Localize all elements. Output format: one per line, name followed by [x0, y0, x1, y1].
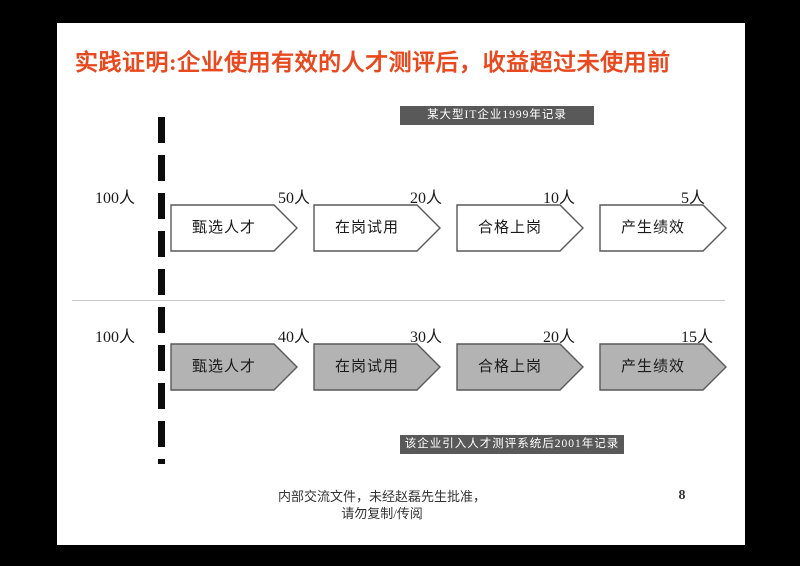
process-step-label: 合格上岗: [477, 220, 542, 236]
value-label: 40人: [278, 329, 311, 346]
value-label: 100人: [95, 190, 136, 207]
process-step: 甄选人才: [170, 343, 298, 391]
caption-box-bottom: 该企业引入人才测评系统后2001年记录: [400, 435, 624, 454]
chevron-arrow-icon: [313, 204, 441, 252]
axis-dash-segment: [158, 117, 165, 143]
caption-box-top: 某大型IT企业1999年记录: [400, 106, 594, 125]
process-step: 合格上岗: [456, 343, 584, 391]
process-step-label: 在岗试用: [334, 220, 399, 236]
page-title: 实践证明:企业使用有效的人才测评后，收益超过未使用前: [75, 50, 671, 75]
slide-canvas: 实践证明:企业使用有效的人才测评后，收益超过未使用前 某大型IT企业1999年记…: [57, 23, 745, 545]
value-label: 100人: [95, 329, 136, 346]
axis-dash-segment: [158, 383, 165, 409]
chevron-arrow-icon: [170, 204, 298, 252]
footer-line-2: 请勿复制/传阅: [341, 506, 423, 521]
process-chevron-row-top: 甄选人才 在岗试用 合格上岗 产生绩效: [57, 204, 745, 252]
process-step-label: 合格上岗: [477, 359, 542, 375]
value-label: 50人: [278, 190, 311, 207]
process-step: 产生绩效: [599, 204, 727, 252]
axis-dash-segment: [158, 231, 165, 257]
dashed-axis-line: [158, 117, 165, 464]
process-step: 在岗试用: [313, 343, 441, 391]
chevron-arrow-icon: [313, 343, 441, 391]
process-step-label: 甄选人才: [191, 359, 256, 375]
value-label: 20人: [410, 190, 443, 207]
page-number: 8: [678, 488, 686, 503]
process-step: 产生绩效: [599, 343, 727, 391]
value-label: 5人: [681, 190, 706, 207]
value-label: 15人: [681, 329, 714, 346]
value-label: 20人: [543, 329, 576, 346]
process-step: 甄选人才: [170, 204, 298, 252]
process-step-label: 产生绩效: [620, 359, 685, 375]
footer-note: 内部交流文件，未经赵磊先生批准， 请勿复制/传阅: [217, 488, 547, 522]
value-label: 10人: [543, 190, 576, 207]
process-step-label: 在岗试用: [334, 359, 399, 375]
value-labels-row-top: 100人 50人 20人 10人 5人: [57, 184, 745, 207]
horizontal-divider: [72, 300, 725, 301]
footer-line-1: 内部交流文件，未经赵磊先生批准，: [277, 489, 486, 504]
axis-dash-segment: [158, 193, 165, 219]
axis-dash-segment: [158, 345, 165, 371]
chevron-arrow-icon: [456, 204, 584, 252]
chevron-arrow-icon: [456, 343, 584, 391]
process-chevron-row-bottom: 甄选人才 在岗试用 合格上岗 产生绩效: [57, 343, 745, 391]
process-step-label: 甄选人才: [191, 220, 256, 236]
axis-dash-segment: [158, 307, 165, 333]
axis-dash-segment: [158, 421, 165, 447]
process-step: 合格上岗: [456, 204, 584, 252]
axis-dash-segment: [158, 459, 165, 464]
axis-dash-segment: [158, 155, 165, 181]
chevron-arrow-icon: [599, 343, 727, 391]
process-step: 在岗试用: [313, 204, 441, 252]
value-labels-row-bottom: 100人 40人 30人 20人 15人: [57, 323, 745, 346]
chevron-arrow-icon: [170, 343, 298, 391]
axis-dash-segment: [158, 269, 165, 295]
value-label: 30人: [410, 329, 443, 346]
process-step-label: 产生绩效: [620, 220, 685, 236]
chevron-arrow-icon: [599, 204, 727, 252]
